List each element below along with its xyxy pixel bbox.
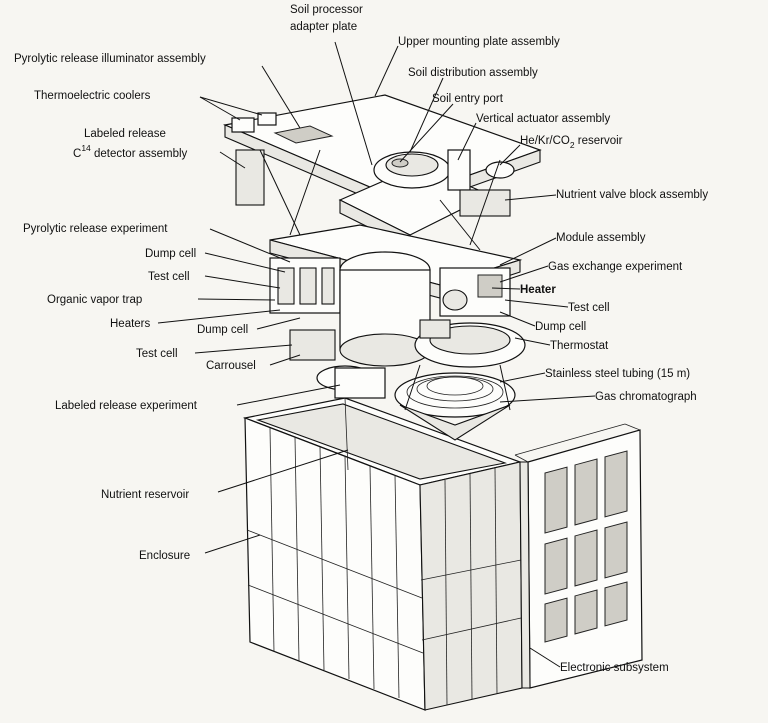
- label-test-cell-right: Test cell: [568, 302, 610, 314]
- label-dump-cell-right: Dump cell: [535, 321, 586, 333]
- label-reservoir: He/Kr/CO2 reservoir: [520, 135, 623, 150]
- label-pyrolytic-release-experiment: Pyrolytic release experiment: [23, 223, 168, 235]
- label-labeled-release-detector-2: C14 detector assembly: [73, 143, 188, 160]
- instrument-assembly-illustration: [222, 94, 542, 441]
- label-carrousel: Carrousel: [206, 360, 256, 372]
- label-heaters: Heaters: [110, 318, 151, 330]
- label-gas-chromatograph: Gas chromatograph: [595, 391, 697, 403]
- label-module-assembly: Module assembly: [556, 232, 646, 244]
- label-enclosure: Enclosure: [139, 550, 190, 562]
- electronic-subsystem-illustration: [514, 423, 643, 689]
- label-stainless-steel-tubing: Stainless steel tubing (15 m): [545, 368, 690, 380]
- label-upper-mounting-plate: Upper mounting plate assembly: [398, 36, 560, 48]
- label-dump-cell-left-upper: Dump cell: [145, 248, 196, 260]
- label-soil-entry-port: Soil entry port: [432, 93, 504, 105]
- label-pyrolytic-illuminator: Pyrolytic release illuminator assembly: [14, 53, 206, 65]
- label-electronic-subsystem: Electronic subsystem: [560, 662, 669, 674]
- label-vertical-actuator: Vertical actuator assembly: [476, 113, 610, 125]
- leader-lines: [157, 41, 596, 668]
- label-soil-processor-2: adapter plate: [290, 21, 357, 33]
- label-nutrient-reservoir: Nutrient reservoir: [101, 489, 189, 501]
- label-organic-vapor-trap: Organic vapor trap: [47, 294, 142, 306]
- label-labeled-release-detector-1: Labeled release: [84, 128, 166, 140]
- label-dump-cell-left-lower: Dump cell: [197, 324, 248, 336]
- label-soil-distribution: Soil distribution assembly: [408, 67, 538, 79]
- label-thermoelectric-coolers: Thermoelectric coolers: [34, 90, 151, 102]
- label-soil-processor-1: Soil processor: [290, 4, 363, 16]
- label-labeled-release-experiment: Labeled release experiment: [55, 400, 198, 412]
- enclosure-illustration: [242, 397, 523, 711]
- labels: Soil processor adapter plate Upper mount…: [14, 4, 708, 674]
- label-nutrient-valve-block: Nutrient valve block assembly: [556, 189, 708, 201]
- label-test-cell-left-upper: Test cell: [148, 271, 190, 283]
- label-test-cell-left-lower: Test cell: [136, 348, 178, 360]
- label-thermostat: Thermostat: [550, 340, 609, 352]
- label-heater: Heater: [520, 284, 556, 296]
- label-gas-exchange-experiment: Gas exchange experiment: [548, 261, 683, 273]
